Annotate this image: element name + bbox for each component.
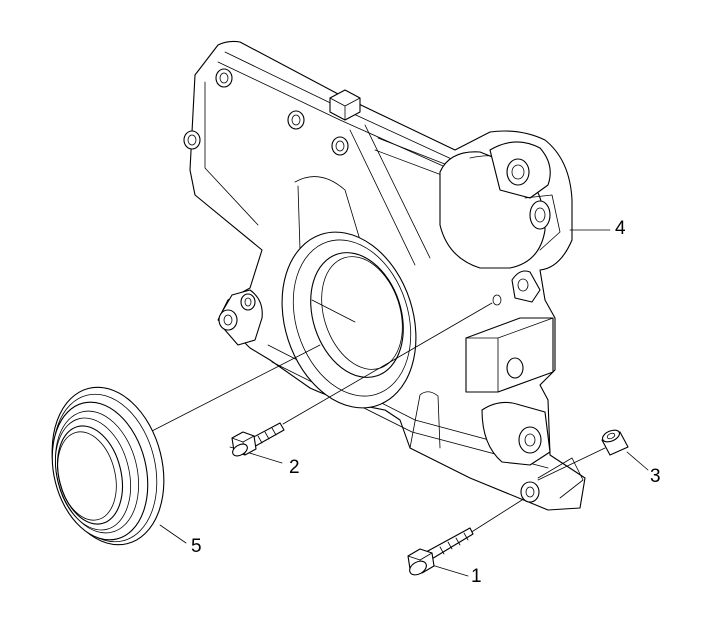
callout-number-4: 4 <box>615 218 626 239</box>
front-cover-housing <box>183 40 586 511</box>
callout-number-5: 5 <box>191 536 202 557</box>
bolt-short <box>231 422 285 457</box>
dowel-sleeve <box>601 429 629 456</box>
bolt-long <box>407 527 474 576</box>
callout-number-3: 3 <box>650 466 661 487</box>
assembly-lines <box>149 229 649 577</box>
callout-number-2: 2 <box>289 457 300 478</box>
callout-number-1: 1 <box>471 566 482 587</box>
crankshaft-oil-seal <box>51 386 165 546</box>
seal-bore <box>281 231 417 409</box>
